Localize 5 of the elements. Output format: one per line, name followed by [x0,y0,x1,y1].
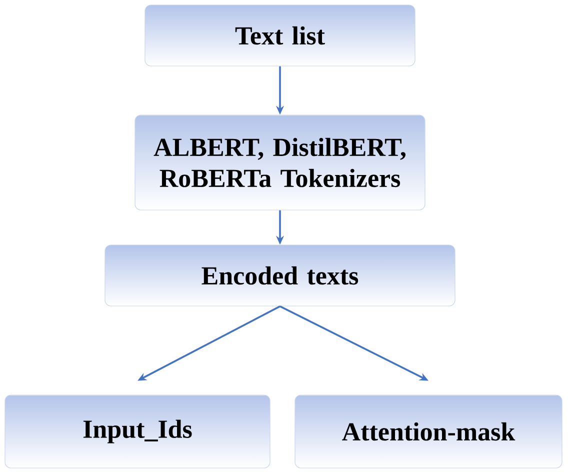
process-box: Attention-mask [294,394,562,468]
process-box: Text list [144,4,416,66]
process-box: Encoded texts [104,244,456,306]
process-box: Input_Ids [4,394,270,468]
process-box: ALBERT, DistilBERT, RoBERTa Tokenizers [134,114,426,210]
